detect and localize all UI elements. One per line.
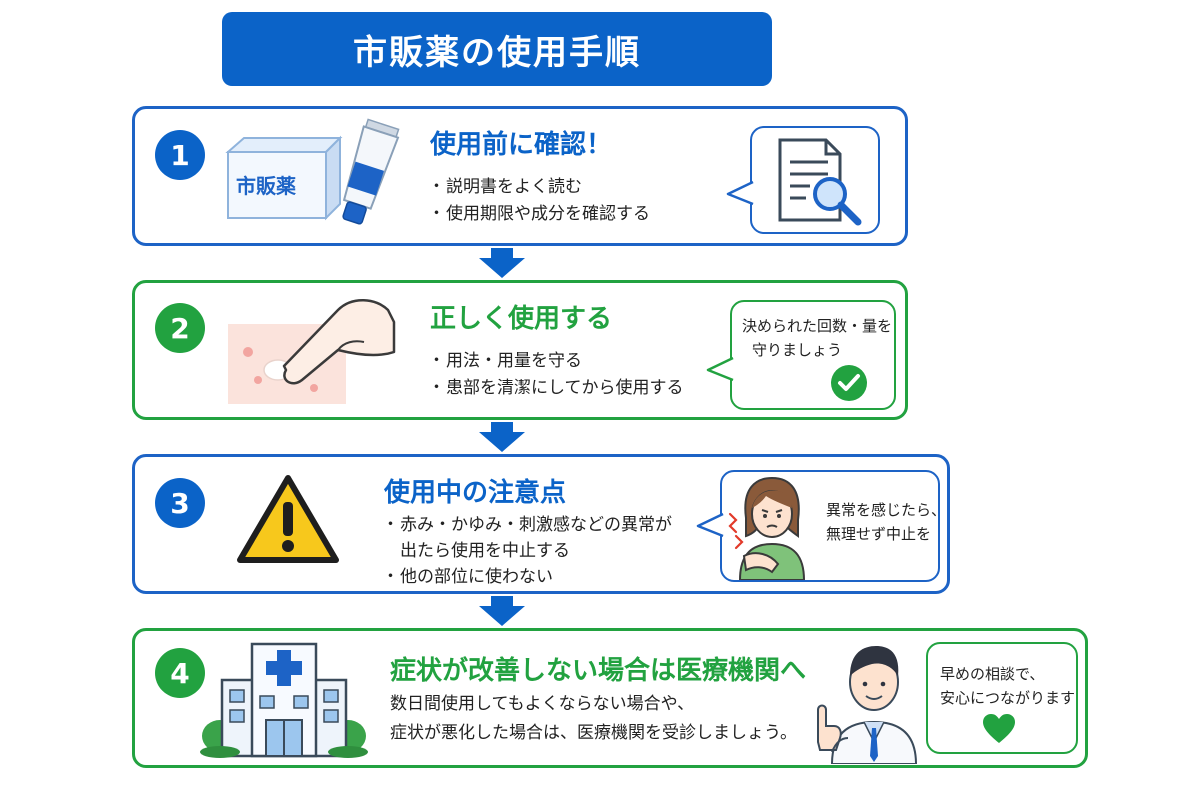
check-circle-icon: [831, 365, 867, 401]
step-3-number: 3: [155, 478, 205, 528]
step-2-heading: 正しく使用する: [430, 304, 613, 334]
itchy-woman-icon: [728, 476, 806, 580]
step-2-number: 2: [155, 303, 205, 353]
bubble-line: 無理せず中止を: [826, 525, 932, 543]
step-3-bullets: 赤み・かゆみ・刺激感などの異常が 出たら使用を中止する 他の部位に使わない: [382, 512, 672, 590]
bubble-tail: [726, 180, 754, 206]
bubble-line: 守りましょう: [752, 341, 843, 359]
doctor-pointing-icon: [817, 646, 918, 764]
document-magnifier-icon: [778, 138, 862, 226]
heart-icon: [983, 714, 1015, 743]
finger-applying-cream-icon: [228, 299, 396, 404]
step-3-bullet: 他の部位に使わない: [382, 564, 672, 590]
page-title: 市販薬の使用手順: [222, 12, 772, 86]
paragraph-line: 数日間使用してもよくならない場合や、: [390, 694, 695, 714]
step-1-number: 1: [155, 130, 205, 180]
hospital-building-icon: [200, 642, 368, 758]
step-3-bullet: 出たら使用を中止する: [400, 541, 570, 561]
bubble-tail: [696, 512, 724, 538]
step-1-bullet: 使用期限や成分を確認する: [428, 201, 650, 228]
step-2-bullet: 用法・用量を守る: [428, 348, 684, 375]
step-3-heading: 使用中の注意点: [384, 478, 567, 508]
bubble-line: 早めの相談で、: [940, 665, 1045, 683]
down-arrow-icon: [479, 422, 525, 452]
bubble-tail: [706, 356, 734, 382]
step-4-bubble-text: 早めの相談で、 安心につながります: [940, 662, 1075, 710]
bubble-line: 安心につながります: [940, 689, 1076, 707]
down-arrow-icon: [479, 596, 525, 626]
medicine-box-label: 市販薬: [236, 174, 296, 198]
paragraph-line: 症状が悪化した場合は、医療機関を受診しましょう。: [390, 723, 797, 743]
step-4-paragraph: 数日間使用してもよくならない場合や、 症状が悪化した場合は、医療機関を受診しまし…: [390, 690, 797, 748]
step-1-bullet: 説明書をよく読む: [428, 174, 650, 201]
step-2-bubble-text: 決められた回数・量を 守りましょう: [742, 314, 892, 362]
step-4-number: 4: [155, 648, 205, 698]
bubble-line: 決められた回数・量を: [742, 317, 893, 335]
step-2-bubble: [730, 300, 896, 410]
bubble-line: 異常を感じたら、: [826, 501, 947, 519]
step-2-bullet: 患部を清潔にしてから使用する: [428, 375, 683, 402]
step-3-bubble-text: 異常を感じたら、 無理せず中止を: [826, 498, 946, 546]
step-4-heading: 症状が改善しない場合は医療機関へ: [390, 656, 807, 686]
step-1-heading: 使用前に確認！: [430, 130, 613, 160]
medicine-box-and-tube-icon: [225, 118, 400, 225]
step-3-bullet: 赤み・かゆみ・刺激感などの異常が: [382, 512, 672, 538]
down-arrow-icon: [479, 248, 525, 278]
step-2-bullets: 用法・用量を守る 患部を清潔にしてから使用する: [428, 348, 684, 402]
step-1-bullets: 説明書をよく読む 使用期限や成分を確認する: [428, 174, 650, 228]
warning-triangle-icon: [237, 475, 339, 563]
